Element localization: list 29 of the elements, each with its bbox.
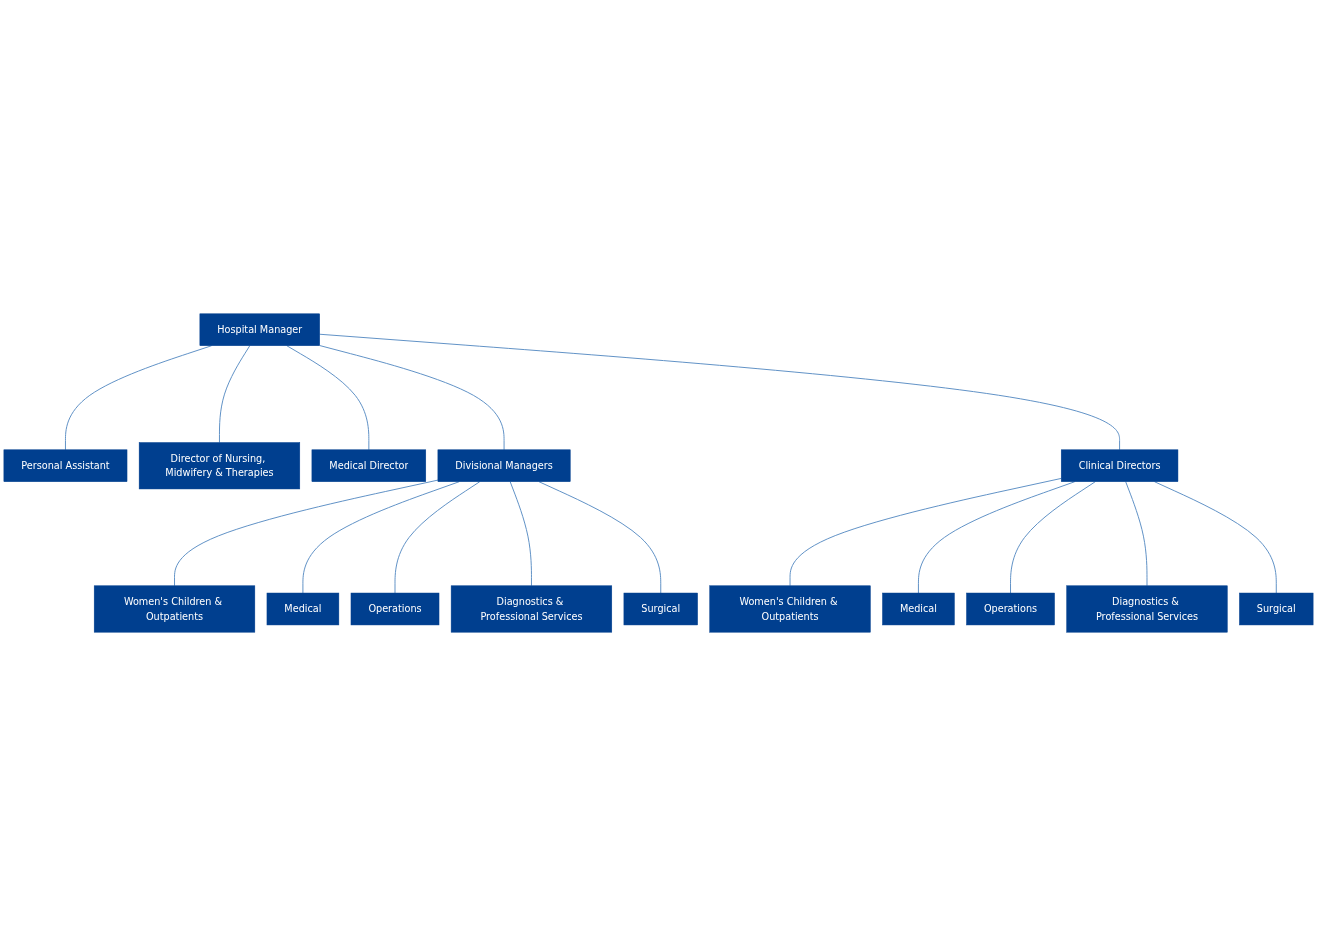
connector xyxy=(219,345,251,443)
connector xyxy=(174,479,439,587)
node-box: Operations xyxy=(966,592,1055,626)
node-box: Divisional Managers xyxy=(437,449,571,482)
node-box: Surgical xyxy=(623,592,698,626)
node-box: Medical xyxy=(266,592,340,626)
node-box: Diagnostics & Professional Services xyxy=(450,585,613,633)
connector xyxy=(509,481,532,587)
node-box: Women's Children & Outpatients xyxy=(709,585,871,633)
node-box: Director of Nursing, Midwifery & Therapies xyxy=(138,442,301,490)
node-box: Surgical xyxy=(1239,592,1314,626)
connector xyxy=(538,481,662,594)
node-box: Operations xyxy=(350,592,440,626)
node-box: Diagnostics & Professional Services xyxy=(1066,585,1228,633)
connector xyxy=(319,345,505,451)
connector xyxy=(789,477,1062,587)
connector xyxy=(319,333,1121,451)
node-box: Hospital Manager xyxy=(199,313,320,346)
connector xyxy=(1125,481,1148,587)
connector xyxy=(1010,481,1096,594)
connector xyxy=(302,481,460,594)
connector xyxy=(286,345,370,451)
node-box: Medical Director xyxy=(311,449,427,482)
node-box: Clinical Directors xyxy=(1060,449,1179,482)
node-box: Women's Children & Outpatients xyxy=(93,585,256,633)
connector xyxy=(1154,481,1277,594)
node-box: Medical xyxy=(882,592,955,626)
connector xyxy=(394,481,481,594)
node-box: Personal Assistant xyxy=(3,449,128,482)
